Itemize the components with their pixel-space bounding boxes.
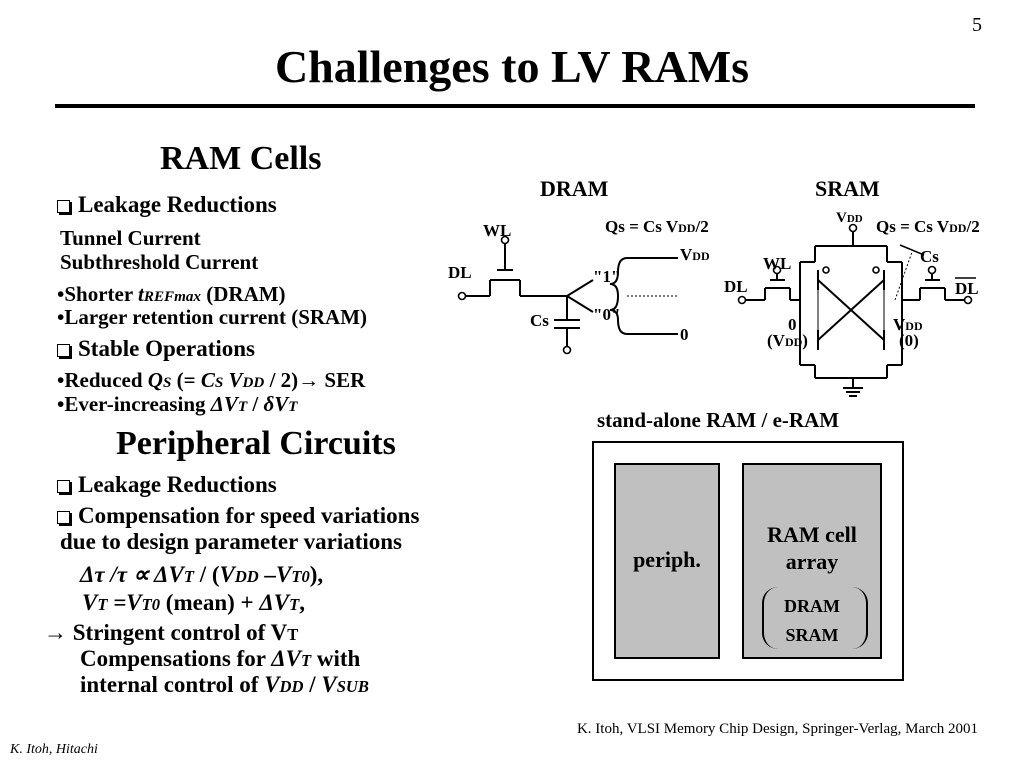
ram-block-title: stand-alone RAM / e-RAM <box>597 408 840 432</box>
sram-zero-paren-label: (0) <box>899 331 919 350</box>
page-number: 5 <box>972 14 982 36</box>
compensation-item: Compensation for speed variations <box>57 503 419 529</box>
sram-vdd-top: VDD <box>836 210 863 226</box>
slide-title: Challenges to LV RAMs <box>274 41 750 92</box>
cell-type-brace <box>762 587 868 649</box>
shorter-trefmax-text: •Shorter tREFmax (DRAM) <box>57 282 286 306</box>
sram-zero-label: 0 <box>788 315 797 334</box>
internal-control-text: internal control of VDD / VSUB <box>80 672 369 697</box>
ram-cells-heading: RAM Cells <box>160 140 322 177</box>
dram-dl-label: DL <box>448 263 472 282</box>
dram-wl-label: WL <box>483 221 511 240</box>
subthreshold-current-text: Subthreshold Current <box>60 250 259 274</box>
compensations-for-text: Compensations for ΔVT with <box>80 646 361 671</box>
peripheral-circuits-heading: Peripheral Circuits <box>116 425 396 462</box>
delay-equation: Δτ /τ ∝ ΔVT / (VDD –VT0), <box>80 562 324 587</box>
checkbox-bullet-icon <box>57 480 70 493</box>
leakage-reductions-item: Leakage Reductions <box>57 192 277 218</box>
checkbox-bullet-icon <box>57 344 70 357</box>
vt-equation: VT =VT0 (mean) + ΔVT, <box>82 590 306 615</box>
stable-operations-item: Stable Operations <box>57 336 255 362</box>
ever-increasing-text: •Ever-increasing ΔVT / δVT <box>57 392 298 416</box>
stringent-control-text: → Stringent control of VT <box>44 620 299 645</box>
dram-cs-label: Cs <box>530 311 549 330</box>
ram-cell-array-block: RAM cell array DRAM SRAM <box>742 463 882 659</box>
tunnel-current-text: Tunnel Current <box>60 226 201 250</box>
title-underline <box>55 104 975 108</box>
larger-retention-text: •Larger retention current (SRAM) <box>57 305 368 329</box>
dram-vdd-label: VDD <box>680 245 710 264</box>
dram-qs-equation: Qs = Cs VDD/2 <box>605 217 709 236</box>
sram-cs-label: Cs <box>920 247 939 266</box>
citation: K. Itoh, VLSI Memory Chip Design, Spring… <box>576 721 978 737</box>
sram-title: SRAM <box>815 176 880 201</box>
cell-type-list: DRAM SRAM <box>784 596 840 645</box>
periph-leakage-item: Leakage Reductions <box>57 472 277 498</box>
sram-vdd-right-label: VDD <box>893 315 923 334</box>
dram-one-label: "1" <box>593 267 620 286</box>
sram-vdd-left-label: (VDD) <box>767 331 808 350</box>
sram-wl-label: WL <box>763 254 791 273</box>
ram-chip-outline <box>592 441 904 681</box>
checkbox-bullet-icon <box>57 511 70 524</box>
sram-dl-bar-label: DL <box>955 279 979 298</box>
sram-dl-label: DL <box>724 277 748 296</box>
periph-label: periph. <box>633 547 701 572</box>
author-credit: K. Itoh, Hitachi <box>10 742 98 757</box>
reduced-qs-text: •Reduced QS (= CS VDD / 2)→ SER <box>57 368 366 392</box>
dram-zero-q-label: "0" <box>593 305 620 324</box>
periph-block: periph. <box>614 463 720 659</box>
compensation-line2: due to design parameter variations <box>60 529 403 554</box>
dram-title: DRAM <box>540 176 609 201</box>
sram-qs-equation: Qs = Cs VDD/2 <box>876 217 980 236</box>
ram-cell-array-label: RAM cell array <box>767 522 857 574</box>
dram-zero-label: 0 <box>680 325 689 344</box>
checkbox-bullet-icon <box>57 200 70 213</box>
